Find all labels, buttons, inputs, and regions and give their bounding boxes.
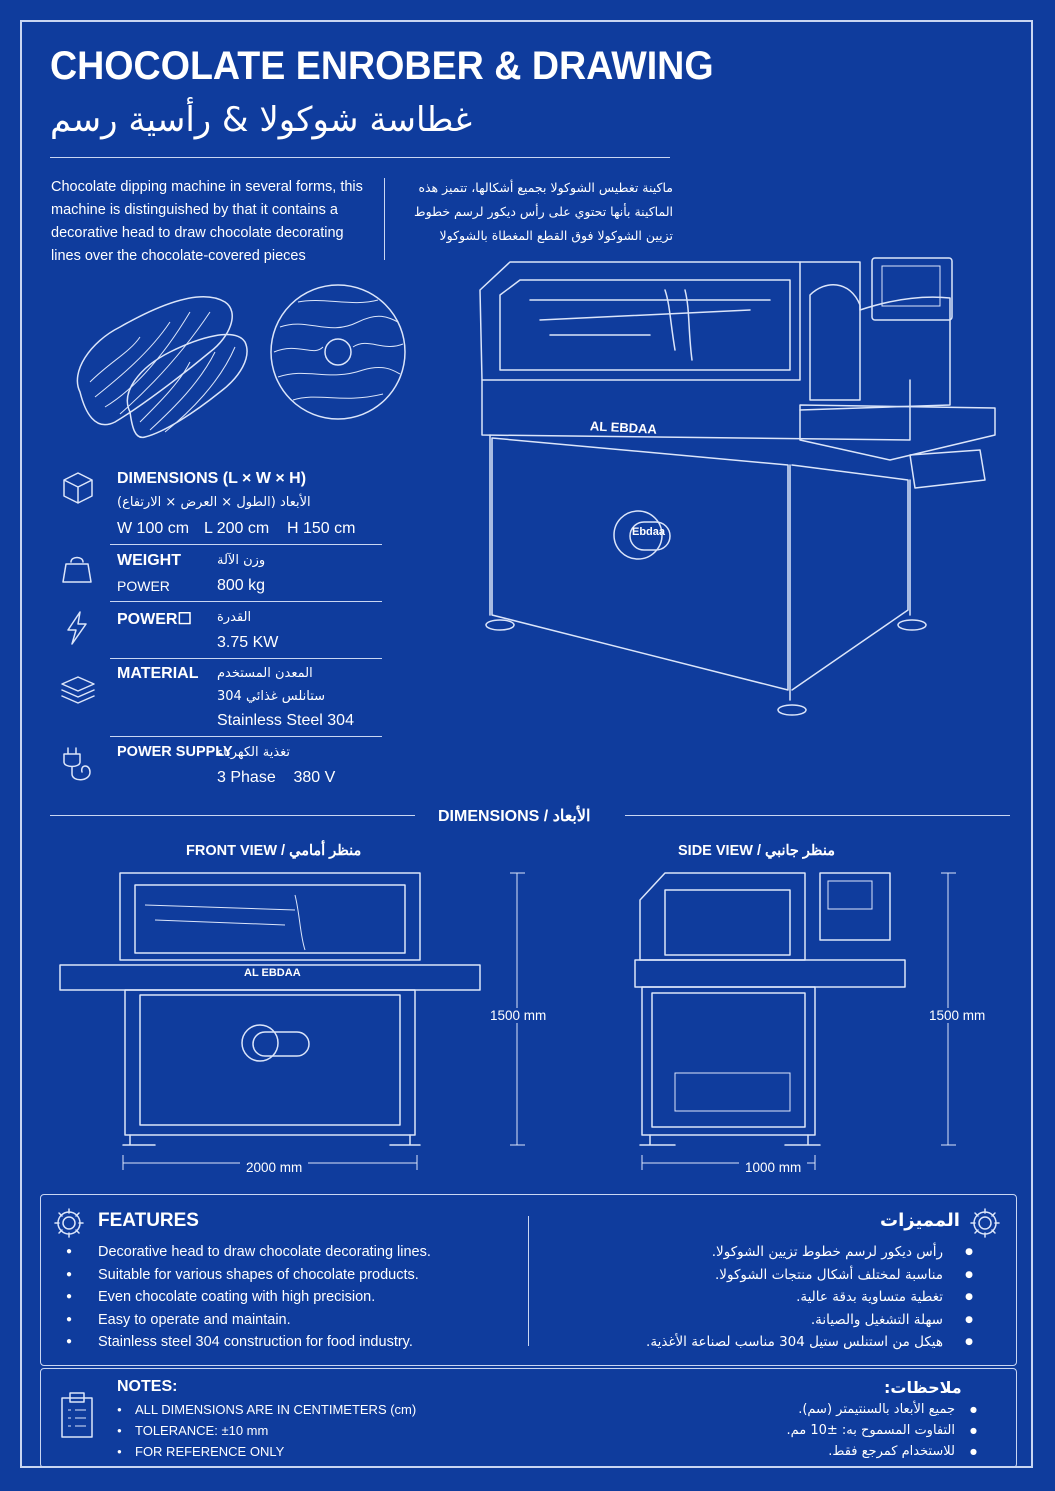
spec-material-value: Stainless Steel 304 bbox=[217, 712, 354, 729]
spec-weight-label-arabic: وزن الآلة bbox=[217, 553, 266, 568]
page-title-arabic: غطاسة شوكولا & رأسية رسم bbox=[50, 100, 473, 140]
spec-divider bbox=[110, 736, 382, 737]
chocolate-bars-illustration bbox=[76, 296, 248, 439]
side-width-dimension: 1000 mm bbox=[739, 1160, 808, 1175]
intro-text-english: Chocolate dipping machine in several for… bbox=[51, 179, 363, 264]
spec-weight-label: WEIGHT bbox=[117, 552, 181, 569]
feature-item-arabic: سهلة التشغيل والصيانة. bbox=[583, 1309, 983, 1332]
page-title: CHOCOLATE ENROBER & DRAWING bbox=[50, 44, 714, 88]
spec-material-value-arabic: ستانلس غذائي 304 bbox=[217, 689, 326, 704]
gear-icon bbox=[970, 1208, 1000, 1238]
spec-material-label: MATERIAL bbox=[117, 665, 199, 682]
spec-power-label: POWER☐ bbox=[117, 611, 192, 628]
features-list: Decorative head to draw chocolate decora… bbox=[50, 1241, 431, 1354]
side-view-drawing bbox=[634, 872, 956, 1170]
feature-item-arabic: مناسبة لمختلف أشكال منتجات الشوكولا. bbox=[583, 1264, 983, 1287]
intro-separator bbox=[384, 178, 385, 260]
layers-icon bbox=[61, 676, 95, 704]
feature-item: Stainless steel 304 construction for foo… bbox=[50, 1331, 431, 1354]
machine-logo-gear bbox=[613, 510, 671, 560]
notes-title-arabic: ملاحظات: bbox=[884, 1378, 962, 1397]
note-item-arabic: للاستخدام كمرجع فقط. bbox=[663, 1441, 983, 1462]
weight-icon bbox=[62, 556, 92, 583]
dimensions-divider-left bbox=[50, 815, 415, 816]
spec-power-supply-label-arabic: تغذية الكهرباء bbox=[217, 745, 291, 760]
spec-dimensions-height: H 150 cm bbox=[287, 520, 356, 537]
features-title: FEATURES bbox=[98, 1210, 199, 1231]
spec-power-value: 3.75 KW bbox=[217, 634, 279, 651]
feature-item-arabic: هيكل من استنلس ستيل 304 مناسب لصناعة الأ… bbox=[583, 1331, 983, 1354]
spec-dimensions-length: L 200 cm bbox=[204, 520, 270, 537]
feature-item: Even chocolate coating with high precisi… bbox=[50, 1286, 431, 1309]
header-divider bbox=[50, 157, 670, 158]
lightning-icon bbox=[67, 611, 87, 645]
spec-power-supply-value: 3 Phase 380 V bbox=[217, 769, 336, 786]
features-title-arabic: المميزات bbox=[880, 1210, 960, 1231]
spec-dimensions-width: W 100 cm bbox=[117, 520, 190, 537]
spec-power-label-arabic: القدرة bbox=[217, 610, 252, 625]
notes-list-arabic: جميع الأبعاد بالسنتيمتر (سم). التفاوت ال… bbox=[663, 1399, 983, 1462]
dimensions-section-title: DIMENSIONS / الأبعاد bbox=[438, 808, 591, 825]
spec-divider bbox=[110, 601, 382, 602]
front-height-dimension: 1500 mm bbox=[490, 1008, 547, 1023]
features-box bbox=[40, 1194, 1017, 1366]
machine-perspective-illustration bbox=[479, 257, 996, 716]
note-item: TOLERANCE: ±10 mm bbox=[117, 1420, 416, 1441]
side-view-title: SIDE VIEW / منظر جانبي bbox=[678, 843, 835, 859]
plug-icon bbox=[63, 747, 91, 781]
machine-logo-text: Ebdaa bbox=[632, 526, 666, 538]
feature-item-arabic: تغطية متساوية بدقة عالية. bbox=[583, 1286, 983, 1309]
chocolate-donut-illustration bbox=[270, 284, 406, 420]
spec-power-supply-label: POWER SUPPLY bbox=[117, 744, 233, 760]
gear-icon bbox=[54, 1208, 84, 1238]
features-separator bbox=[528, 1216, 529, 1346]
spec-dimensions-label-arabic: الأبعاد (الطول × العرض × الارتفاع) bbox=[117, 495, 311, 510]
front-width-dimension: 2000 mm bbox=[240, 1160, 309, 1175]
features-list-arabic: رأس ديكور لرسم خطوط تزيين الشوكولا. مناس… bbox=[583, 1241, 983, 1354]
feature-item: Suitable for various shapes of chocolate… bbox=[50, 1264, 431, 1287]
notes-title: NOTES: bbox=[117, 1378, 178, 1395]
note-item: FOR REFERENCE ONLY bbox=[117, 1441, 416, 1462]
intro-text-arabic: ماكينة تغطيس الشوكولا بجميع أشكالها، تتم… bbox=[414, 180, 673, 243]
cube-dimensions-icon bbox=[63, 472, 93, 504]
spec-divider bbox=[110, 544, 382, 545]
note-item: ALL DIMENSIONS ARE IN CENTIMETERS (cm) bbox=[117, 1399, 416, 1420]
spec-divider bbox=[110, 658, 382, 659]
feature-item-arabic: رأس ديكور لرسم خطوط تزيين الشوكولا. bbox=[583, 1241, 983, 1264]
spec-material-label-arabic: المعدن المستخدم bbox=[217, 666, 313, 681]
note-item-arabic: التفاوت المسموح به: ±10 مم. bbox=[663, 1420, 983, 1441]
spec-weight-value: 800 kg bbox=[217, 577, 266, 594]
spec-weight-sublabel: POWER bbox=[117, 578, 170, 594]
dimensions-divider-right bbox=[625, 815, 1010, 816]
feature-item: Easy to operate and maintain. bbox=[50, 1309, 431, 1332]
front-view-title: FRONT VIEW / منظر أمامي bbox=[186, 843, 362, 859]
notes-list: ALL DIMENSIONS ARE IN CENTIMETERS (cm) T… bbox=[117, 1399, 416, 1462]
notes-box bbox=[40, 1368, 1017, 1468]
side-height-dimension: 1500 mm bbox=[929, 1008, 986, 1023]
spec-dimensions-label: DIMENSIONS (L × W × H) bbox=[117, 470, 307, 487]
note-item-arabic: جميع الأبعاد بالسنتيمتر (سم). bbox=[663, 1399, 983, 1420]
clipboard-icon bbox=[61, 1392, 93, 1438]
front-view-drawing bbox=[59, 872, 525, 1170]
front-view-brand-label: AL EBDAA bbox=[244, 967, 301, 979]
feature-item: Decorative head to draw chocolate decora… bbox=[50, 1241, 431, 1264]
